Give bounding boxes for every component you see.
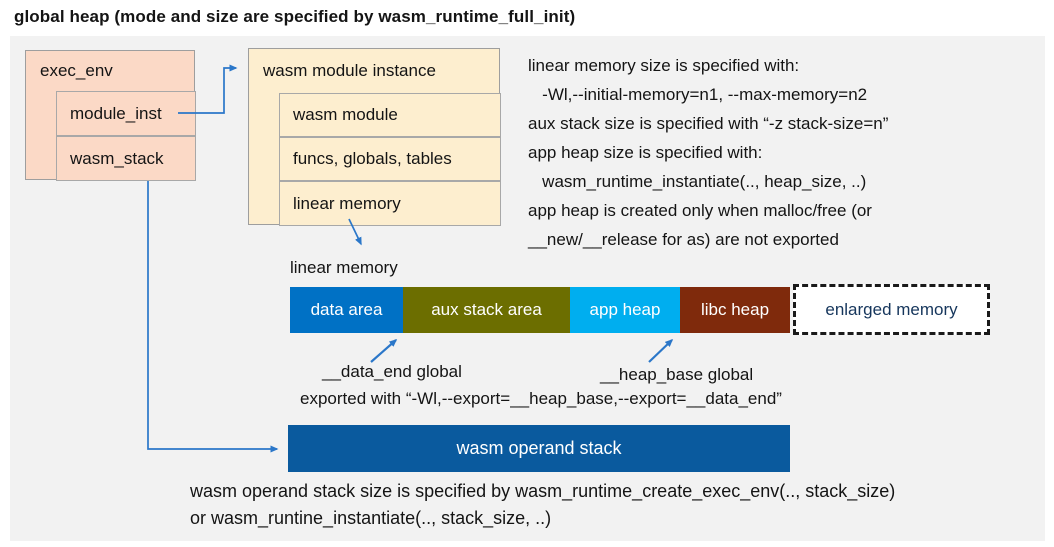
note-line: linear memory size is specified with: <box>528 56 800 75</box>
note-line: wasm_runtime_instantiate(.., heap_size, … <box>528 172 867 191</box>
note-line: app heap is created only when malloc/fre… <box>528 201 872 220</box>
notes-right: linear memory size is specified with: -W… <box>528 51 1033 254</box>
notes-bottom: wasm operand stack size is specified by … <box>190 478 1050 532</box>
annotation-data-end-global: __data_end global <box>322 362 462 381</box>
note-line: __new/__release for as) are not exported <box>528 230 839 249</box>
wasm-operand-stack-bar: wasm operand stack <box>288 425 790 472</box>
note-line: app heap size is specified with: <box>528 143 763 162</box>
module-instance-row-funcs-globals-tables: funcs, globals, tables <box>279 137 501 181</box>
note-line: wasm operand stack size is specified by … <box>190 481 896 501</box>
exec-env-row-module-inst: module_inst <box>56 91 196 136</box>
annotation-exported-with: exported with “-Wl,--export=__heap_base,… <box>300 389 782 408</box>
memory-segment-data-area: data area <box>290 287 403 333</box>
exec-env-box: exec_env module_inst wasm_stack <box>25 50 196 181</box>
note-line: aux stack size is specified with “-z sta… <box>528 114 889 133</box>
memory-segment-app-heap: app heap <box>570 287 680 333</box>
diagram-title: global heap (mode and size are specified… <box>14 7 576 26</box>
module-instance-row-wasm-module: wasm module <box>279 93 501 137</box>
linear-memory-label: linear memory <box>290 258 398 277</box>
module-instance-header: wasm module instance <box>263 61 436 80</box>
annotation-heap-base-global: __heap_base global <box>600 365 754 384</box>
memory-segment-libc-heap: libc heap <box>680 287 790 333</box>
exec-env-row-wasm-stack: wasm_stack <box>56 136 196 181</box>
note-line: -Wl,--initial-memory=n1, --max-memory=n2 <box>528 85 868 104</box>
memory-segment-aux-stack-area: aux stack area <box>403 287 570 333</box>
module-instance-row-linear-memory: linear memory <box>279 181 501 226</box>
exec-env-header: exec_env <box>40 61 113 80</box>
note-line: or wasm_runtine_instantiate(.., stack_si… <box>190 508 552 528</box>
module-instance-box: wasm module instance wasm module funcs, … <box>248 48 501 226</box>
enlarged-memory-box: enlarged memory <box>793 284 990 335</box>
